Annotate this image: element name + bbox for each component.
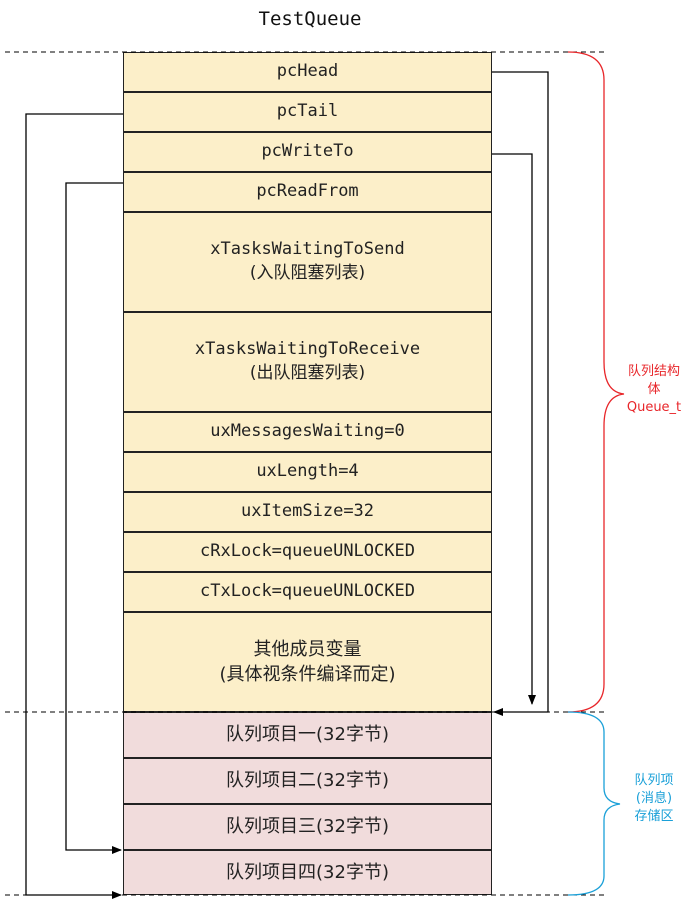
field-name: xTasksWaitingToReceive — [194, 339, 421, 360]
storage-item-label: 队列项目二(32字节) — [226, 770, 389, 792]
storage-item-label: 队列项目一(32字节) — [226, 724, 389, 746]
field-name: pcReadFrom — [256, 181, 359, 202]
field-uxitemsize: uxItemSize=32 — [123, 492, 492, 532]
field-note: (入队阻塞列表) — [249, 263, 366, 283]
storage-item-4: 队列项目四(32字节) — [123, 850, 492, 895]
field-name: xTasksWaitingToSend — [210, 239, 405, 260]
field-name: 其他成员变量 — [253, 638, 362, 660]
field-note: (具体视条件编译而定) — [219, 664, 396, 685]
field-pcreadfrom: pcReadFrom — [123, 172, 492, 212]
field-pchead: pcHead — [123, 52, 492, 92]
storage-label: 队列项 (消息) 存储区 — [612, 772, 696, 827]
field-name: uxMessagesWaiting=0 — [210, 421, 405, 442]
storage-label-line: 存储区 — [634, 809, 674, 825]
pcreadfrom-arrow — [65, 182, 123, 854]
storage-item-label: 队列项目三(32字节) — [226, 816, 389, 838]
storage-item-1: 队列项目一(32字节) — [123, 712, 492, 758]
struct-label-line: Queue_t — [626, 400, 682, 416]
field-note: (出队阻塞列表) — [249, 363, 366, 383]
struct-label-line: 体 — [647, 382, 661, 398]
storage-label-line: 队列项 — [634, 773, 674, 788]
struct-label: 队列结构 体 Queue_t — [612, 363, 696, 418]
field-name: uxLength=4 — [256, 461, 359, 482]
field-ctxlock: cTxLock=queueUNLOCKED — [123, 572, 492, 612]
field-name: cTxLock=queueUNLOCKED — [200, 581, 415, 602]
field-name: pcWriteTo — [261, 141, 354, 162]
field-name: pcHead — [276, 61, 339, 82]
storage-label-line: (消息) — [635, 791, 673, 807]
storage-item-3: 队列项目三(32字节) — [123, 804, 492, 850]
field-name: pcTail — [276, 101, 339, 122]
pchead-arrow — [492, 71, 549, 716]
field-uxlength: uxLength=4 — [123, 452, 492, 492]
storage-item-label: 队列项目四(32字节) — [226, 861, 389, 883]
field-uxmessageswaiting: uxMessagesWaiting=0 — [123, 412, 492, 452]
field-pctail: pcTail — [123, 92, 492, 132]
field-name: cRxLock=queueUNLOCKED — [200, 541, 415, 562]
field-crxlock: cRxLock=queueUNLOCKED — [123, 532, 492, 572]
struct-brace — [567, 51, 625, 713]
pctail-arrow — [25, 113, 123, 899]
field-other-members: 其他成员变量 (具体视条件编译而定) — [123, 612, 492, 712]
storage-item-2: 队列项目二(32字节) — [123, 758, 492, 804]
field-pcwriteto: pcWriteTo — [123, 132, 492, 172]
pcwriteto-arrow — [492, 153, 536, 705]
struct-label-line: 队列结构 — [627, 364, 680, 379]
diagram-title: TestQueue — [258, 8, 362, 30]
field-name: uxItemSize=32 — [240, 501, 375, 522]
field-xtaskswaitingtosend: xTasksWaitingToSend (入队阻塞列表) — [123, 212, 492, 312]
field-xtaskswaitingtoreceive: xTasksWaitingToReceive (出队阻塞列表) — [123, 312, 492, 412]
storage-brace — [567, 711, 621, 896]
